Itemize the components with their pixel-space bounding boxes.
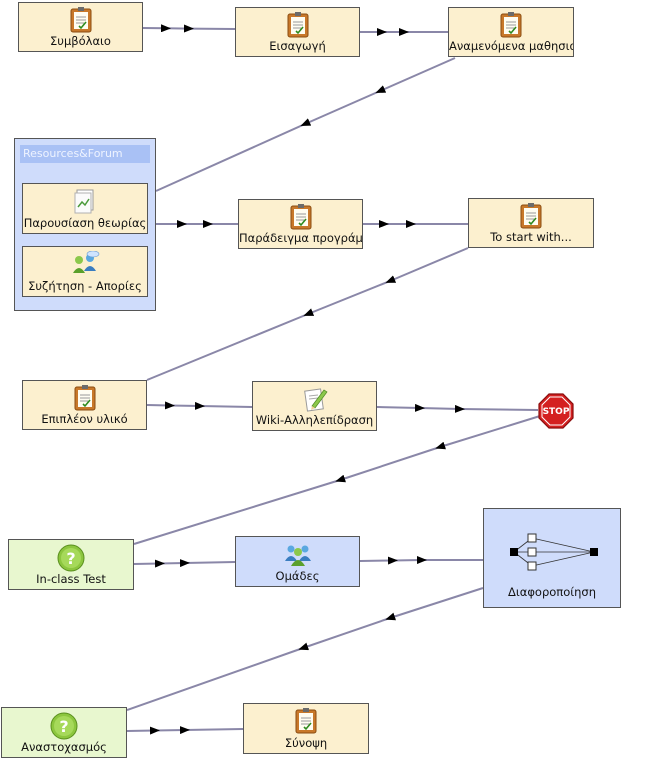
activity-node[interactable]: Συμβόλαιο (18, 2, 143, 52)
branching-icon (510, 533, 598, 571)
notebook-icon (70, 7, 91, 33)
people-icon (284, 545, 311, 566)
node-label: Ομάδες (275, 569, 320, 583)
question-icon: ? (57, 544, 85, 572)
presentation-icon (74, 189, 94, 214)
notebook-icon (287, 12, 308, 38)
node-label: Διαφοροποίηση (507, 585, 596, 599)
assessment-node[interactable]: ? In-class Test (8, 539, 134, 590)
node-label: To start with... (490, 230, 572, 244)
node-label: Σύνοψη (284, 736, 328, 750)
notebook-icon (520, 203, 542, 229)
node-label: Συζήτηση - Απορίες (28, 279, 142, 293)
wiki-pencil-icon (303, 388, 328, 412)
edge (359, 556, 483, 565)
notebook-icon (500, 12, 522, 38)
activity-node[interactable]: Wiki-Αλληλεπίδραση (252, 381, 377, 431)
notebook-icon (290, 204, 311, 230)
support-item[interactable]: Συζήτηση - Απορίες (22, 246, 148, 297)
stop-sign-icon[interactable]: STOP (538, 393, 574, 429)
assessment-node[interactable]: ? Αναστοχασμός (1, 707, 127, 758)
stop-label: STOP (543, 407, 570, 417)
support-item[interactable]: Παρουσίαση θεωρίας (22, 183, 148, 234)
edge (133, 559, 236, 568)
edge (376, 403, 539, 413)
notebook-icon (295, 708, 317, 734)
svg-text:?: ? (66, 549, 75, 568)
edge (155, 57, 456, 192)
grouping-node[interactable]: Ομάδες (235, 536, 360, 587)
activity-node[interactable]: Εισαγωγή (235, 7, 360, 57)
edge (133, 415, 541, 545)
activity-node[interactable]: To start with... (468, 198, 594, 248)
edge (126, 726, 244, 735)
edge (126, 587, 484, 711)
activity-node[interactable]: Σύνοψη (243, 703, 369, 754)
activity-node[interactable]: Αναμενόμενα μαθησια (448, 7, 574, 57)
activity-node[interactable]: Παράδειγμα προγράμμ (238, 199, 363, 249)
node-label: Επιπλέον υλικό (41, 412, 128, 426)
question-icon: ? (50, 712, 78, 740)
node-label: In-class Test (36, 572, 106, 586)
edge (142, 24, 236, 33)
notebook-icon (74, 385, 95, 411)
support-title: Resources&Forum (20, 145, 150, 163)
node-label: Εισαγωγή (269, 39, 326, 53)
activity-node[interactable]: Επιπλέον υλικό (22, 380, 147, 430)
node-label: Παράδειγμα προγράμμ (239, 231, 362, 245)
svg-text:?: ? (59, 717, 68, 736)
branching-node[interactable]: Διαφοροποίηση (483, 508, 621, 608)
node-label: Αναμενόμενα μαθησια (449, 39, 573, 53)
forum-people-icon (73, 251, 100, 273)
node-label: Αναστοχασμός (21, 740, 107, 754)
node-label: Παρουσίαση θεωρίας (23, 216, 147, 230)
node-label: Συμβόλαιο (50, 34, 111, 48)
node-label: Wiki-Αλληλεπίδραση (255, 413, 374, 427)
edge (146, 247, 469, 381)
edge (146, 401, 253, 410)
support-activity-group[interactable]: Resources&Forum Παρουσίαση θεωρίας Συζήτ… (14, 138, 156, 311)
